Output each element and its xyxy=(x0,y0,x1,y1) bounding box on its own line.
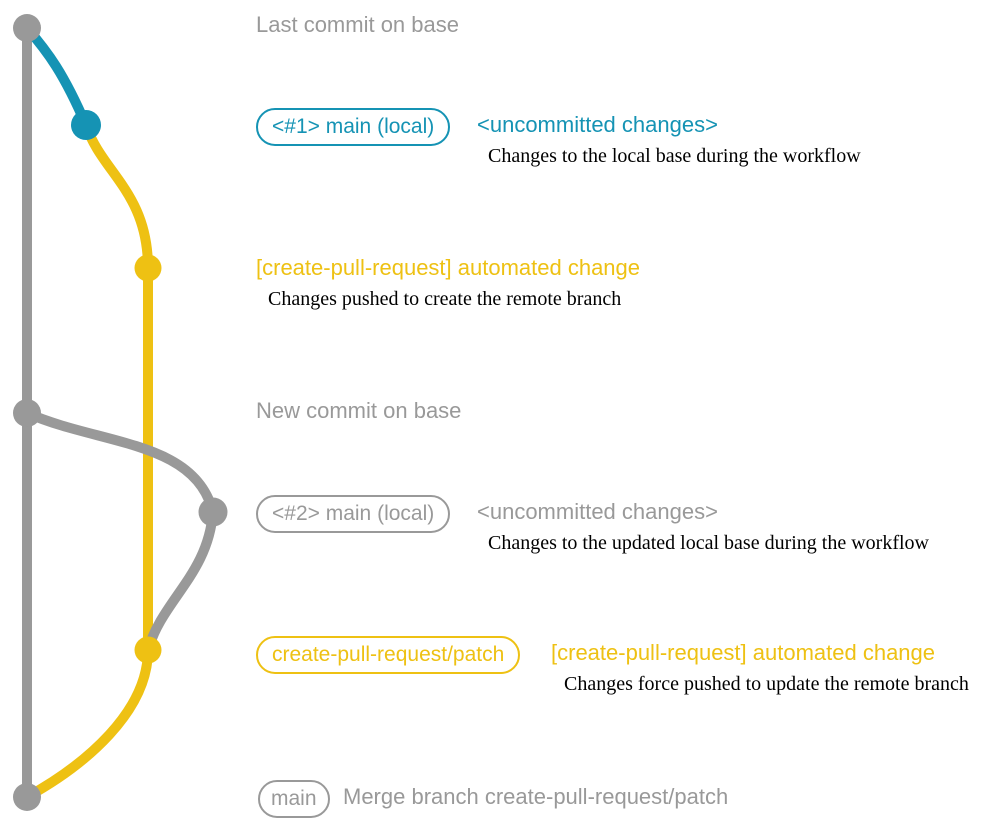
branch-badge-create-pull-request-patch: create-pull-request/patch xyxy=(256,636,521,674)
commit-dot-patch-2 xyxy=(134,636,162,664)
commit-dot-local-main-2 xyxy=(198,497,228,527)
desc-updated-local-base-changes: Changes to the updated local base during… xyxy=(488,532,929,554)
heading-new-commit-on-base: New commit on base xyxy=(256,398,462,423)
desc-local-base-changes: Changes to the local base during the wor… xyxy=(488,145,861,167)
local-main-branch-path xyxy=(22,23,91,130)
label-uncommitted-changes-2: <uncommitted changes> xyxy=(477,499,718,524)
commit-dot-merge xyxy=(13,783,41,811)
branch-badge-main-local-1: <#1> main (local) xyxy=(256,108,451,146)
label-automated-change-1: [create-pull-request] automated change xyxy=(256,255,641,280)
label-automated-change-2: [create-pull-request] automated change xyxy=(551,640,936,665)
label-uncommitted-changes-1: <uncommitted changes> xyxy=(477,112,718,137)
commit-dot-last-base xyxy=(13,14,41,42)
desc-force-pushed-update-remote-branch: Changes force pushed to update the remot… xyxy=(564,673,969,695)
label-merge-branch: Merge branch create-pull-request/patch xyxy=(343,784,729,809)
desc-pushed-create-remote-branch: Changes pushed to create the remote bran… xyxy=(268,288,622,310)
commit-dot-local-main-1 xyxy=(71,110,101,140)
commit-dot-new-base xyxy=(13,399,41,427)
heading-last-commit-on-base: Last commit on base xyxy=(256,12,459,37)
branch-badge-main: main xyxy=(258,780,330,818)
updated-local-main-branch-path xyxy=(22,408,219,655)
commit-dot-patch-1 xyxy=(134,254,162,282)
patch-branch-path xyxy=(22,120,153,802)
branch-badge-main-local-2: <#2> main (local) xyxy=(256,495,451,533)
